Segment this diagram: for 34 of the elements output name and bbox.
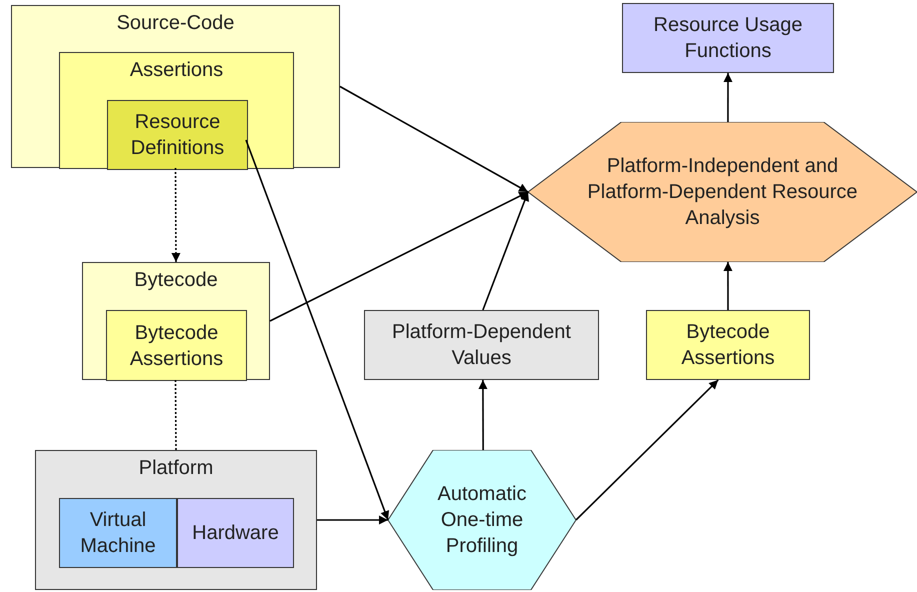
arrow: [482, 192, 529, 310]
node-label: Source-Code: [116, 11, 234, 36]
arrow: [575, 379, 719, 521]
arrow: [723, 262, 732, 310]
container-box: [35, 450, 317, 590]
container-box: [11, 5, 340, 168]
node-label: Platform: [138, 456, 214, 481]
arrow: [478, 380, 488, 450]
node-label: Bytecode Assertions: [680, 320, 776, 371]
process-box: [106, 310, 247, 381]
node-label: Resource Usage Functions: [652, 13, 804, 64]
arrow: [724, 73, 732, 122]
node-label: Bytecode Assertions: [128, 320, 224, 372]
output-box: [622, 3, 834, 73]
node-label: Resource Definitions: [130, 110, 226, 161]
node-label: Platform-Dependent Values: [391, 320, 572, 371]
node-label: Virtual Machine: [79, 508, 157, 559]
arrow: [171, 168, 180, 262]
process-box: [59, 498, 177, 568]
container-box: [59, 52, 294, 169]
node-label: Automatic One-time Profiling: [436, 482, 528, 559]
node-label: Hardware: [192, 521, 279, 546]
arrow: [245, 140, 390, 520]
arrow: [270, 191, 528, 322]
node-label: Platform-Independent and Platform-Dependent Resource Analysis: [586, 154, 859, 231]
arrow: [317, 516, 388, 524]
process-box: [364, 310, 599, 380]
node-label: Bytecode: [134, 268, 218, 293]
container-box: [82, 262, 270, 380]
process-box: [646, 310, 810, 380]
node-label: Assertions: [130, 58, 224, 83]
arrow: [340, 86, 528, 193]
process-box: [177, 498, 294, 568]
process-box: [107, 100, 248, 170]
